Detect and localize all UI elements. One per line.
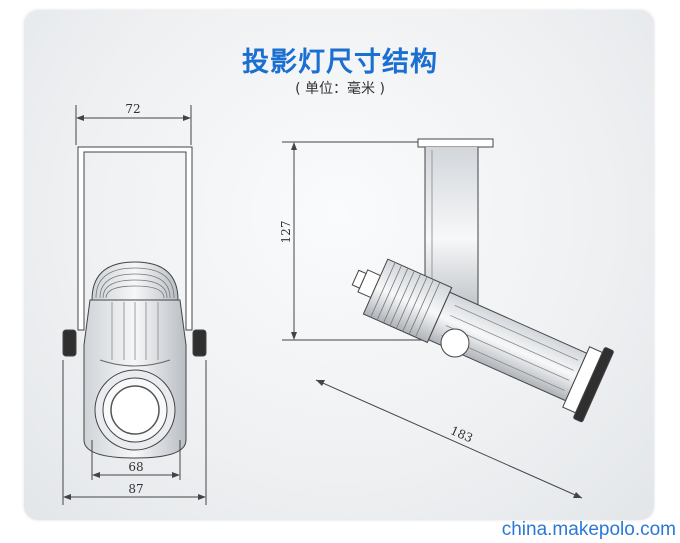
side-lens-cap bbox=[573, 347, 614, 423]
tilted-lamp bbox=[351, 258, 614, 423]
label-68: 68 bbox=[128, 460, 143, 474]
left-knob bbox=[62, 329, 77, 357]
diagram-title: 投影灯尺寸结构 bbox=[242, 47, 438, 78]
lens-inner bbox=[110, 385, 160, 435]
label-183: 183 bbox=[448, 423, 475, 445]
mounting-bracket bbox=[77, 146, 193, 331]
mount-plate bbox=[417, 138, 494, 148]
label-87: 87 bbox=[128, 482, 143, 496]
side-view bbox=[282, 138, 614, 499]
front-view bbox=[62, 105, 207, 505]
watermark: china.makepolo.com bbox=[501, 519, 676, 540]
label-72: 72 bbox=[125, 102, 140, 116]
pivot-joint bbox=[440, 328, 470, 358]
right-knob bbox=[192, 329, 207, 357]
heatsink-fins bbox=[95, 267, 175, 299]
label-127: 127 bbox=[279, 221, 293, 244]
dim-183-line bbox=[315, 379, 583, 499]
unit-note: ( 单位：毫米 ) bbox=[295, 81, 385, 97]
body-ribs bbox=[111, 302, 159, 360]
